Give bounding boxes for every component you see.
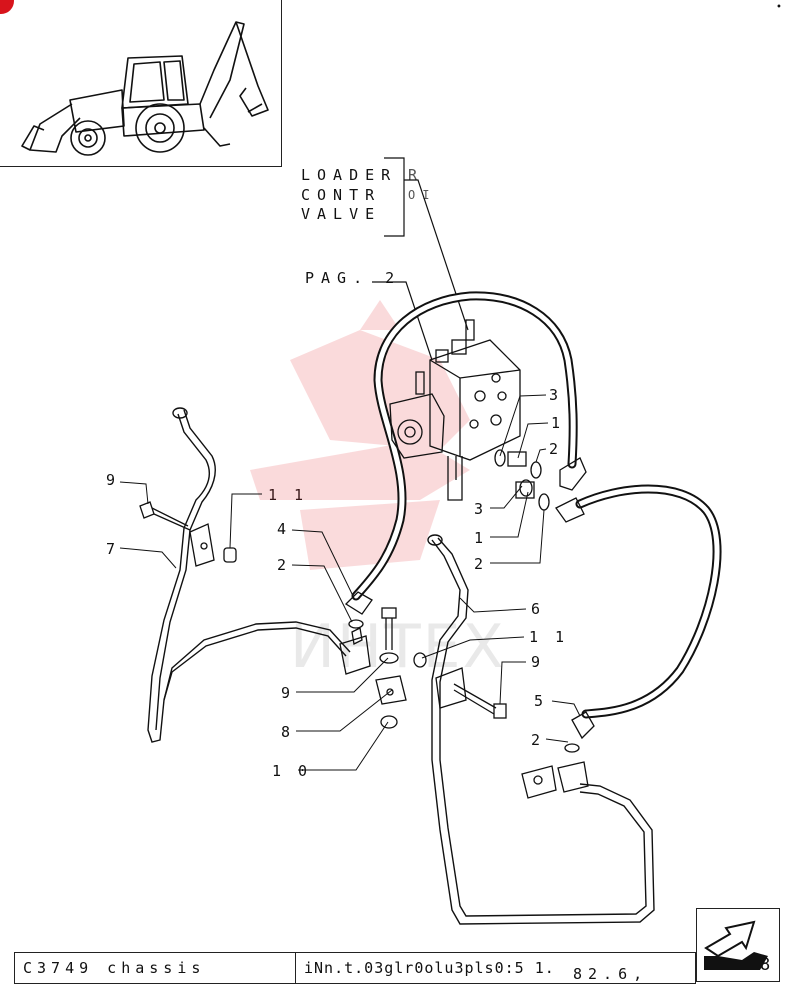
watermark-text: ИНТЕХ (290, 612, 506, 682)
callout-6: 6 (531, 600, 545, 618)
callout-3-mid: 3 (474, 500, 488, 518)
callout-9-left: 9 (106, 471, 120, 489)
page-reference: PAG. 2 (305, 269, 402, 287)
title-line-3: VALVE (301, 205, 382, 223)
title-line-2: CONTR (301, 186, 382, 204)
callout-7: 7 (106, 540, 120, 558)
control-valve (389, 319, 521, 501)
page-number: 8 (760, 955, 771, 975)
callout-2-right: 2 (549, 440, 563, 458)
watermark-logo (250, 300, 470, 570)
brackets-and-bolts (139, 501, 589, 799)
callout-10: 1 0 (272, 762, 312, 780)
callout-1-mid: 1 (474, 529, 488, 547)
callout-2-left: 2 (277, 556, 291, 574)
callout-4: 4 (277, 520, 291, 538)
title-bracket (372, 157, 469, 361)
footer-section-number: 82.6, (573, 965, 649, 983)
footer-reference-bar: C3749 chassis iNn.t.03glr0olu3pls0:5 1. … (14, 952, 696, 984)
machine-thumbnail-frame (0, 0, 282, 167)
next-page-button[interactable] (696, 908, 780, 982)
callout-5: 5 (534, 692, 548, 710)
callout-9-mid: 9 (281, 684, 295, 702)
callout-1-top: 1 (551, 414, 565, 432)
callout-11-top: 1 1 (268, 487, 307, 503)
rigid-pipes (147, 407, 655, 925)
hoses (351, 291, 722, 719)
next-page-arrow-icon (704, 920, 768, 970)
callout-9-right: 9 (531, 653, 545, 671)
callout-2-bottom: 2 (531, 731, 545, 749)
callout-11-mid: 1 1 (529, 628, 569, 646)
corner-mark: • (776, 2, 782, 13)
title-clipped-1: R (408, 166, 425, 184)
leader-lines (119, 394, 581, 771)
footer-model-ref: C3749 chassis (15, 953, 296, 983)
callout-8: 8 (281, 723, 295, 741)
title-line-1: LOADER (301, 166, 398, 184)
footer-code: iNn.t.03glr0olu3pls0:5 1. (304, 959, 555, 977)
callout-2-mid: 2 (474, 555, 488, 573)
callout-3-top: 3 (549, 386, 563, 404)
backhoe-loader-thumbnail (21, 21, 269, 156)
